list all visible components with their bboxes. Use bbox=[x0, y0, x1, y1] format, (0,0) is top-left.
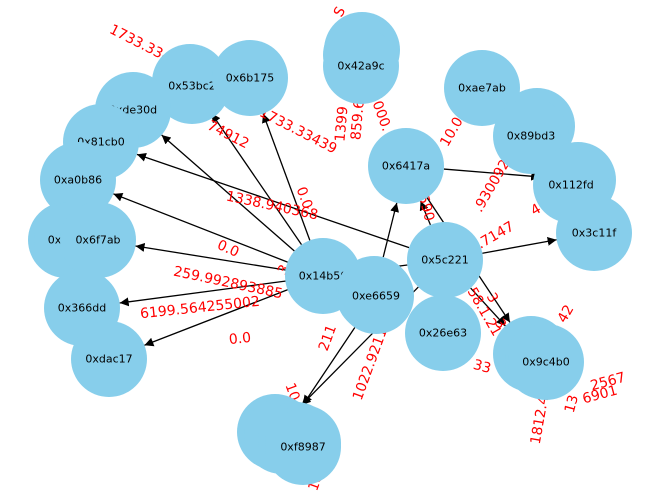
node-circle bbox=[338, 258, 414, 334]
node-0x53bc2[interactable]: 0x53bc2 bbox=[154, 48, 230, 124]
node-0x5c221[interactable]: 0x5c221 bbox=[407, 222, 483, 298]
node-label: 0x6417a bbox=[382, 160, 430, 173]
edge-weight-label: 1399 bbox=[332, 106, 351, 143]
node-label: 0x6f7ab bbox=[75, 234, 120, 247]
node-0x6b175[interactable]: 0x6b175 bbox=[212, 40, 288, 116]
edge-0xe6659-0x1f98f bbox=[302, 327, 356, 405]
edge-0x14b50-0xa0b86 bbox=[113, 192, 288, 263]
edge-0x14b50-0x6f7ab bbox=[135, 242, 286, 271]
edge-0x14b50-0xde30d bbox=[161, 134, 295, 252]
node-label: 0x112fd bbox=[548, 179, 593, 192]
node-label: 0x42a9c bbox=[337, 60, 384, 73]
node-circle bbox=[71, 321, 147, 397]
node-label: 0x3c11f bbox=[572, 227, 618, 240]
node-label: 0x14b50 bbox=[299, 270, 348, 283]
edge-weight-label: 13 bbox=[562, 393, 582, 414]
node-0xa0b86[interactable]: 0xa0b86 bbox=[40, 142, 116, 218]
node-circle bbox=[407, 222, 483, 298]
node-label: 0x366dd bbox=[58, 302, 106, 315]
edge-weight-label: .930092 bbox=[471, 157, 514, 215]
edge-0x5c221-0x76b81 bbox=[470, 287, 506, 327]
node-0x6417a[interactable]: 0x6417a bbox=[368, 128, 444, 204]
edge-0x5c221-0x81cb0 bbox=[136, 152, 410, 249]
node-0x9c4b0[interactable]: 0x9c4b0 bbox=[508, 324, 584, 400]
edge-weight-label: 0.0 bbox=[215, 237, 242, 261]
node-circle bbox=[60, 202, 136, 278]
edge-weight-label: 6901 bbox=[581, 383, 620, 408]
node-0xf8987[interactable]: 0xf8987 bbox=[265, 409, 341, 485]
edge-0x5c221-0x3c11f bbox=[482, 236, 557, 254]
node-circle bbox=[368, 128, 444, 204]
node-0x3c11f[interactable]: 0x3c11f bbox=[556, 195, 632, 271]
node-circle bbox=[405, 295, 481, 371]
node-circle bbox=[508, 324, 584, 400]
node-label: 0xdac17 bbox=[85, 353, 132, 366]
node-0xe6659[interactable]: 0xe6659 bbox=[338, 258, 414, 334]
edge-0x2a750-0x6417a bbox=[382, 202, 399, 258]
edge-weight-label: 211 bbox=[316, 323, 340, 354]
node-label: 0x5c221 bbox=[421, 254, 469, 267]
node-circle bbox=[154, 48, 230, 124]
node-0x26e63[interactable]: 0x26e63 bbox=[405, 295, 481, 371]
node-label: 0xa0b86 bbox=[54, 174, 102, 187]
edge-0x6417a-0xbf94f bbox=[443, 168, 541, 181]
node-label: 0x6b175 bbox=[226, 72, 275, 85]
node-label: 0xae7ab bbox=[458, 82, 506, 95]
node-label: 0xf8987 bbox=[280, 441, 325, 454]
edge-0x14b50-0x28c6c bbox=[210, 112, 303, 246]
edge-weight-label: 74912 bbox=[205, 118, 252, 152]
edge-weight-label: 33 bbox=[471, 357, 492, 377]
node-label: 0x26e63 bbox=[419, 327, 467, 340]
node-0x6f7ab[interactable]: 0x6f7ab bbox=[60, 202, 136, 278]
node-circle bbox=[212, 40, 288, 116]
edge-weight-label: 1812.4 bbox=[528, 394, 552, 445]
node-0x42a9c[interactable]: 0x42a9c bbox=[323, 28, 399, 104]
node-label: 0xe6659 bbox=[352, 290, 400, 303]
edge-weight-label: 0.0 bbox=[228, 330, 252, 348]
edge-weight-label: 859.6 bbox=[348, 99, 367, 140]
nodes-layer: 0x28c6c0x53bc20x6b1750xde30d0x81cb00xa0b… bbox=[28, 12, 632, 485]
edge-weight-label: 42 bbox=[555, 302, 578, 325]
node-label: 0x53bc2 bbox=[168, 80, 216, 93]
node-circle bbox=[265, 409, 341, 485]
node-label: 0x9c4b0 bbox=[522, 356, 570, 369]
edge-0x14b50-0xdac17 bbox=[144, 289, 288, 347]
node-circle bbox=[556, 195, 632, 271]
edge-weight-label: 0.0 bbox=[293, 185, 316, 211]
node-0xdac17[interactable]: 0xdac17 bbox=[71, 321, 147, 397]
edge-0x14b50-0x6b175 bbox=[262, 113, 311, 241]
node-circle bbox=[323, 28, 399, 104]
node-circle bbox=[444, 50, 520, 126]
edge-0x5c221-0x6417a bbox=[419, 200, 432, 226]
node-circle bbox=[40, 142, 116, 218]
node-label: 0x89bd3 bbox=[507, 130, 555, 143]
node-0xae7ab[interactable]: 0xae7ab bbox=[444, 50, 520, 126]
